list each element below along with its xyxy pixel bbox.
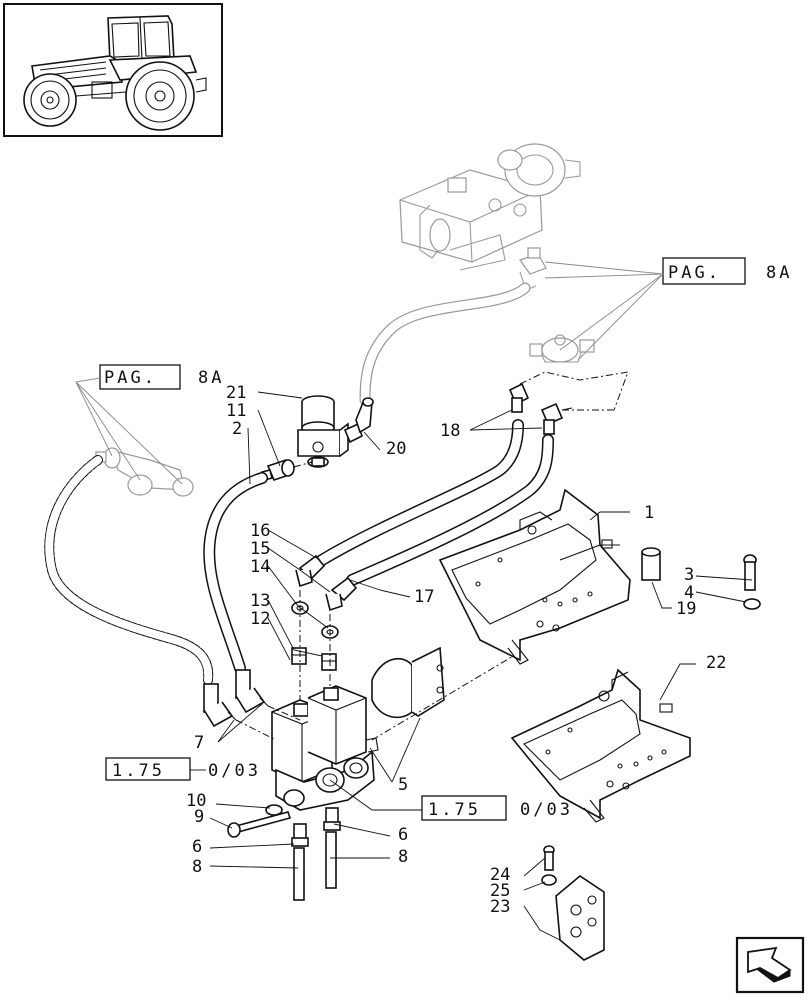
pipe-8-b — [325, 831, 337, 889]
part-label-9: 9 — [194, 807, 204, 827]
elbow-15-a — [295, 554, 326, 588]
ghost-hose-top — [359, 282, 531, 406]
part-label-22: 22 — [706, 653, 726, 673]
support-bracket-1 — [438, 488, 631, 665]
spacer-19 — [641, 547, 661, 581]
page-ref-tail-text: 0/03 — [520, 800, 573, 820]
part-label-3: 3 — [684, 565, 694, 585]
part-label-2: 2 — [232, 419, 242, 439]
page-ref-bottom-valve[interactable]: 1.75 0/03 — [421, 795, 573, 821]
page-ref-tail-text: 8A — [766, 263, 792, 283]
part-label-24: 24 — [490, 865, 510, 885]
fitting-18-a — [508, 382, 530, 413]
washer-4 — [743, 598, 761, 610]
page-ref-box-text: PAG. — [104, 368, 157, 388]
part-label-1: 1 — [644, 503, 654, 523]
part-label-7: 7 — [194, 733, 204, 753]
ghost-hose-left — [44, 455, 214, 685]
bolt-3 — [743, 554, 757, 591]
part-label-25: 25 — [490, 881, 510, 901]
washer-25 — [541, 874, 557, 886]
page-ref-box-text: 1.75 — [112, 761, 165, 781]
fitting-6-a — [291, 823, 309, 847]
nipple-13-b — [321, 653, 337, 671]
support-bracket-22 — [510, 668, 691, 823]
part-label-8-left: 8 — [192, 857, 202, 877]
page-ref-tail-text: 0/03 — [208, 761, 261, 781]
bolt-24 — [543, 845, 555, 871]
part-label-8-right: 8 — [398, 847, 408, 867]
part-label-19: 19 — [676, 599, 696, 619]
page-ref-box-text: 1.75 — [428, 800, 481, 820]
tractor-icon — [23, 15, 207, 131]
part-label-15: 15 — [250, 539, 270, 559]
part-label-17: 17 — [414, 587, 434, 607]
part-label-16: 16 — [250, 521, 270, 541]
elbow-7-b — [235, 669, 269, 714]
part-label-20: 20 — [386, 439, 406, 459]
filter-regulator — [297, 395, 349, 468]
ghost-tee-left — [95, 447, 194, 497]
next-page-button[interactable] — [735, 936, 805, 994]
next-page-arrow-icon — [747, 946, 792, 983]
part-label-11: 11 — [226, 401, 246, 421]
part-label-6-left: 6 — [192, 837, 202, 857]
tractor-thumbnail — [3, 3, 223, 137]
fitting-18-b — [540, 402, 573, 435]
part-label-10: 10 — [186, 791, 206, 811]
part-label-5: 5 — [398, 775, 408, 795]
page-ref-top-right[interactable]: PAG. 8A — [662, 257, 792, 285]
page-ref-left[interactable]: PAG. 8A — [99, 364, 224, 390]
part-label-23: 23 — [490, 897, 510, 917]
fitting-6-b — [323, 807, 341, 831]
hose-2 — [203, 472, 268, 674]
pipe-16 — [316, 419, 524, 566]
part-label-18: 18 — [440, 421, 460, 441]
page-ref-tail-text: 8A — [198, 368, 224, 388]
part-label-14: 14 — [250, 557, 270, 577]
elbow-7-a — [203, 683, 237, 728]
bracket-5 — [371, 646, 445, 719]
pipe-17 — [346, 434, 554, 586]
elbow-15-b — [325, 576, 358, 612]
page-ref-left-valve[interactable]: 1.75 0/03 — [105, 757, 261, 781]
solenoid-valve-block — [271, 685, 379, 811]
page-ref-box-text: PAG. — [668, 263, 721, 283]
ghost-top-valve — [399, 143, 581, 271]
fitting-20 — [343, 397, 374, 444]
part-label-4: 4 — [684, 583, 694, 603]
part-label-12: 12 — [250, 609, 270, 629]
bolt-9 — [227, 811, 292, 838]
part-label-21: 21 — [226, 383, 246, 403]
part-label-6-right: 6 — [398, 825, 408, 845]
washer-10 — [265, 804, 283, 816]
leader-lines — [209, 391, 753, 941]
plate-23 — [555, 875, 605, 961]
part-label-13: 13 — [250, 591, 270, 611]
pipe-8-a — [293, 847, 305, 901]
part-labels: 1 2 3 4 5 6 6 7 8 8 9 10 11 12 13 14 15 … — [186, 383, 726, 917]
